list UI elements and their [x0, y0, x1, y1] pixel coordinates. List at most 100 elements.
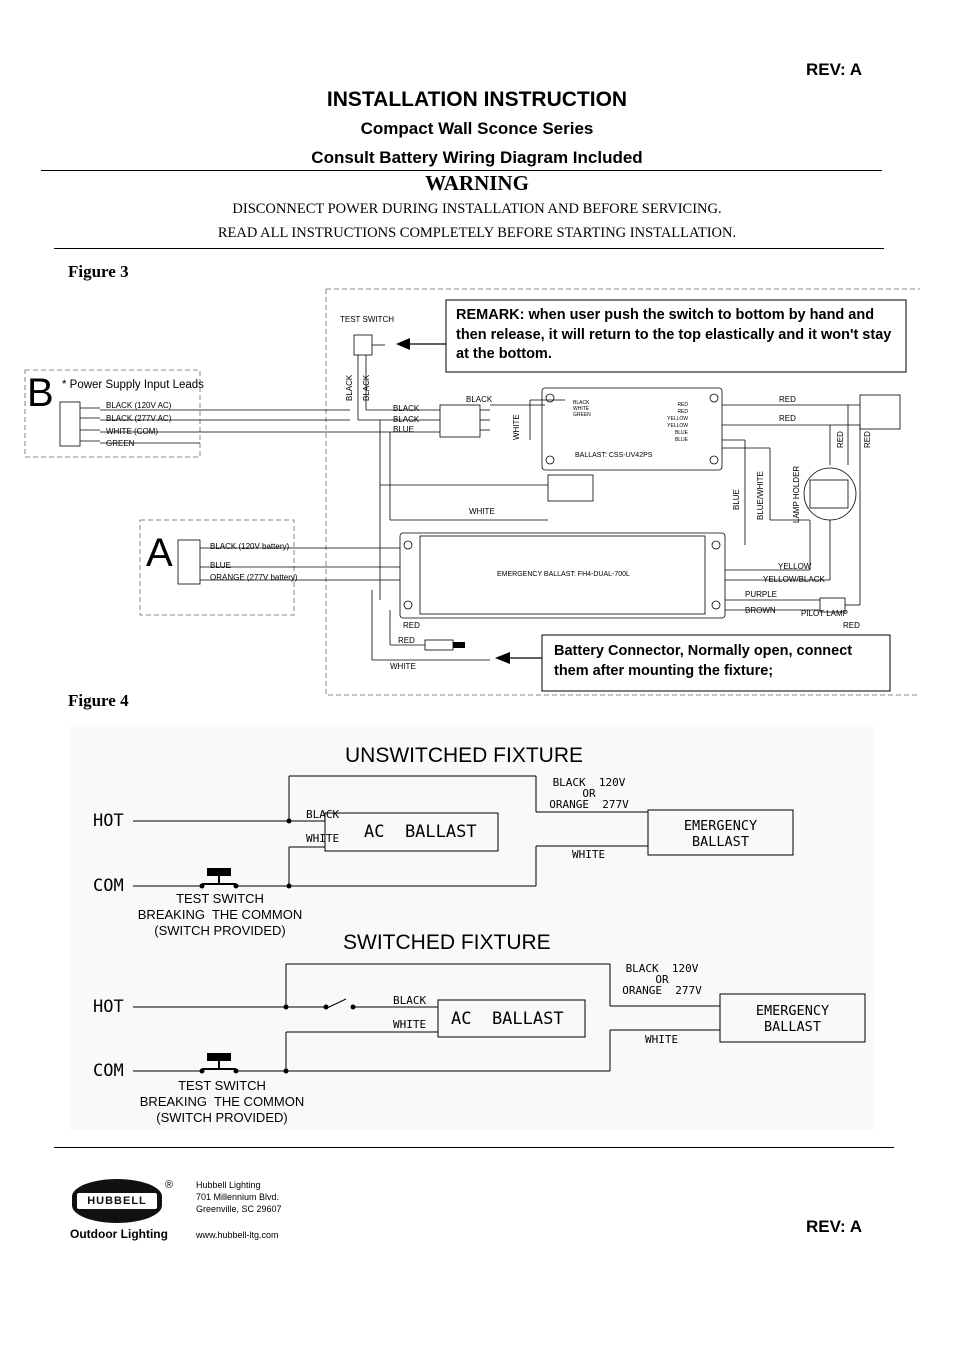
warning-divider — [54, 248, 884, 249]
ballast-pins-left: BLACK WHITE GREEN — [573, 400, 591, 418]
unswitched-title: UNSWITCHED FIXTURE — [345, 744, 583, 767]
switched-hot: HOT — [93, 997, 124, 1017]
logo-text: HUBBELL — [77, 1193, 157, 1209]
black-top-label: BLACK — [466, 395, 493, 404]
conn-label-1: BLACK — [393, 404, 420, 413]
warning-line-1: DISCONNECT POWER DURING INSTALLATION AND… — [232, 201, 722, 217]
unsw-ts-1: TEST SWITCH — [176, 891, 264, 906]
sw-emergency-2: BALLAST — [764, 1019, 821, 1035]
pin-left-1: BLACK — [573, 400, 590, 406]
subtitle-battery: Consult Battery Wiring Diagram Included — [311, 148, 643, 167]
bluewhite-vertical-label: BLUE/WHITE — [756, 471, 765, 520]
pin-right-6: BLUE — [674, 437, 688, 443]
white-mid-label: WHITE — [469, 507, 495, 516]
lead-b-4: GREEN — [106, 439, 135, 448]
sw-ts-1: TEST SWITCH — [178, 1078, 266, 1093]
ballast-label: BALLAST: CSS-UV42PS — [575, 452, 653, 459]
remark-callout: REMARK: when user push the switch to bot… — [456, 307, 892, 362]
unswitched-white-2: WHITE — [572, 848, 606, 861]
sw-orange-277: ORANGE 277V — [622, 984, 702, 997]
logo-tagline: Outdoor Lighting — [70, 1227, 168, 1241]
address-line-3: Greenville, SC 29607 — [196, 1204, 282, 1214]
conn-label-3: BLUE — [393, 425, 414, 434]
unswitched-test-switch-text: TEST SWITCH BREAKING THE COMMON (SWITCH … — [120, 891, 320, 939]
lead-a-1: BLACK (120V battery) — [210, 542, 290, 551]
unsw-black-120: BLACK 120V — [552, 776, 626, 789]
revision-bottom: REV: A — [806, 1217, 863, 1236]
lead-b-1: BLACK (120V AC) — [106, 401, 172, 410]
pin-right-3: YELLOW — [667, 416, 688, 422]
red-label-2: RED — [779, 414, 796, 423]
battery-connector-callout: Battery Connector, Normally open, connec… — [554, 643, 853, 679]
red-vertical-2: RED — [863, 431, 872, 448]
switched-test-switch-text: TEST SWITCH BREAKING THE COMMON (SWITCH … — [122, 1078, 322, 1126]
registered-mark: ® — [165, 1179, 174, 1191]
unswitched-white: WHITE — [306, 832, 340, 845]
footer-divider — [54, 1147, 894, 1148]
letter-a: A — [146, 531, 173, 575]
yellow-label: YELLOW — [778, 562, 812, 571]
unswitched-black: BLACK — [306, 808, 340, 821]
power-supply-label: * Power Supply Input Leads — [62, 379, 204, 391]
pin-left-2: WHITE — [573, 406, 590, 412]
letter-b: B — [27, 371, 54, 415]
unsw-or: OR — [582, 787, 596, 800]
switched-com: COM — [93, 1061, 124, 1081]
unswitched-black-or-orange: BLACK 120V OR ORANGE 277V — [543, 777, 635, 810]
unsw-emergency-1: EMERGENCY — [683, 818, 758, 834]
test-switch-label: TEST SWITCH — [340, 315, 395, 324]
unswitched-com: COM — [93, 876, 124, 896]
test-switch-icon — [199, 868, 239, 889]
unsw-ts-2: BREAKING THE COMMON — [137, 907, 303, 922]
hubbell-logo: HUBBELL — [72, 1179, 162, 1223]
switched-emergency: EMERGENCY BALLAST — [720, 1003, 865, 1035]
white-vertical-label: WHITE — [512, 414, 521, 440]
subtitle-series: Compact Wall Sconce Series — [360, 119, 594, 138]
white-bottom-label: WHITE — [390, 662, 416, 671]
warning-title: WARNING — [425, 171, 529, 195]
sw-black-120: BLACK 120V — [625, 962, 699, 975]
switch-black-2: BLACK — [362, 374, 371, 401]
sw-emergency-1: EMERGENCY — [755, 1003, 830, 1019]
lead-b-2: BLACK (277V AC) — [106, 414, 172, 423]
sw-or: OR — [655, 973, 669, 986]
conn-label-2: BLACK — [393, 415, 420, 424]
switch-black-1: BLACK — [345, 374, 354, 401]
unswitched-ac-ballast: AC BALLAST — [364, 822, 477, 842]
switched-black: BLACK — [393, 994, 427, 1007]
page-title: INSTALLATION INSTRUCTION — [326, 88, 628, 111]
switched-black-or-orange: BLACK 120V OR ORANGE 277V — [616, 963, 708, 996]
revision-top: REV: A — [806, 60, 863, 79]
address-line-1: Hubbell Lighting — [196, 1180, 261, 1190]
ballast-pins-right: RED RED YELLOW YELLOW BLUE BLUE — [666, 402, 688, 444]
header-divider — [41, 170, 882, 171]
figure-3-label: Figure 3 — [68, 262, 129, 281]
footer-website: www.hubbell-ltg.com — [196, 1230, 279, 1240]
pilot-lamp-label: PILOT LAMP — [801, 609, 848, 618]
pin-right-2: RED — [677, 409, 688, 415]
unsw-ts-3: (SWITCH PROVIDED) — [154, 923, 286, 938]
red-label-1: RED — [779, 395, 796, 404]
switched-white-2: WHITE — [645, 1033, 679, 1046]
purple-label: PURPLE — [745, 590, 778, 599]
unsw-orange-277: ORANGE 277V — [549, 798, 629, 811]
switch-arrow-icon — [396, 338, 410, 350]
switched-ac-ballast: AC BALLAST — [451, 1009, 564, 1029]
red-vertical-1: RED — [836, 431, 845, 448]
pin-right-1: RED — [677, 402, 688, 408]
sw-ts-2: BREAKING THE COMMON — [139, 1094, 305, 1109]
footer-address: Hubbell Lighting 701 Millennium Blvd. Gr… — [196, 1179, 282, 1215]
test-switch-icon — [199, 1053, 239, 1074]
unswitched-emergency: EMERGENCY BALLAST — [648, 818, 793, 850]
red-bottom-1: RED — [403, 621, 420, 630]
lamp-holder-label: LAMP HOLDER — [792, 465, 801, 523]
red-bottom-right: RED — [843, 621, 860, 630]
pin-right-5: BLUE — [674, 430, 688, 436]
red-bottom-2: RED — [398, 636, 415, 645]
switched-title: SWITCHED FIXTURE — [343, 931, 551, 954]
address-line-2: 701 Millennium Blvd. — [196, 1192, 280, 1202]
warning-line-2: READ ALL INSTRUCTIONS COMPLETELY BEFORE … — [217, 225, 737, 241]
switched-white: WHITE — [393, 1018, 427, 1031]
pin-left-3: GREEN — [573, 412, 591, 418]
blue-vertical-label: BLUE — [732, 489, 741, 510]
